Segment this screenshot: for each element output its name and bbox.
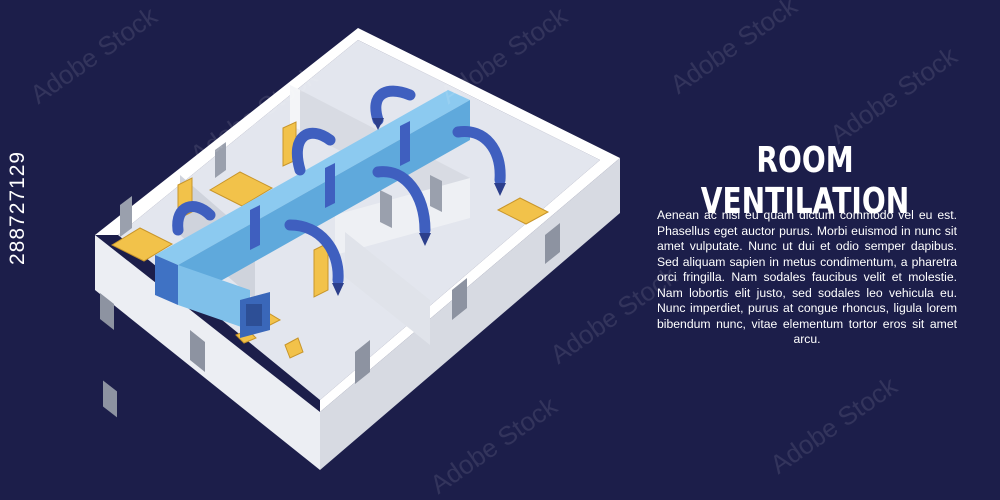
hose bbox=[452, 126, 506, 186]
nozzle bbox=[419, 233, 431, 246]
table bbox=[496, 197, 550, 225]
hose bbox=[172, 201, 216, 236]
banner-title: ROOM VENTILATION bbox=[700, 140, 910, 222]
interior-wall bbox=[290, 85, 300, 130]
duct-side bbox=[178, 100, 470, 305]
interior-wall bbox=[345, 232, 430, 345]
nozzle bbox=[372, 118, 384, 130]
hose bbox=[291, 127, 336, 176]
door bbox=[215, 142, 226, 178]
ventilation-duct bbox=[155, 90, 470, 338]
window bbox=[545, 223, 560, 264]
duct-ring bbox=[325, 163, 335, 208]
chair bbox=[284, 337, 304, 359]
door bbox=[380, 190, 392, 228]
hose bbox=[284, 219, 344, 286]
duct-front bbox=[155, 255, 178, 305]
banner-description: Aenean ac nisi eu quam dictum commodo ve… bbox=[657, 208, 957, 346]
stock-id: 288727129 bbox=[6, 150, 29, 265]
window bbox=[103, 380, 117, 418]
window bbox=[355, 340, 370, 384]
door bbox=[430, 175, 442, 212]
shelf bbox=[313, 242, 329, 298]
table bbox=[208, 171, 274, 207]
hose bbox=[370, 85, 416, 126]
hose bbox=[372, 166, 431, 236]
duct-top bbox=[155, 90, 470, 265]
vent-nozzles bbox=[332, 118, 506, 296]
duct-opening bbox=[246, 304, 262, 326]
nozzle bbox=[332, 283, 344, 296]
window bbox=[100, 293, 114, 330]
duct-branch bbox=[178, 265, 250, 330]
duct-ring bbox=[400, 121, 410, 166]
duct-ring bbox=[250, 205, 260, 250]
window bbox=[190, 330, 205, 372]
table bbox=[110, 227, 174, 262]
window bbox=[452, 278, 467, 320]
hoses bbox=[172, 85, 506, 286]
wall-left-face bbox=[95, 235, 320, 470]
nozzle bbox=[494, 183, 506, 196]
door bbox=[120, 196, 132, 237]
